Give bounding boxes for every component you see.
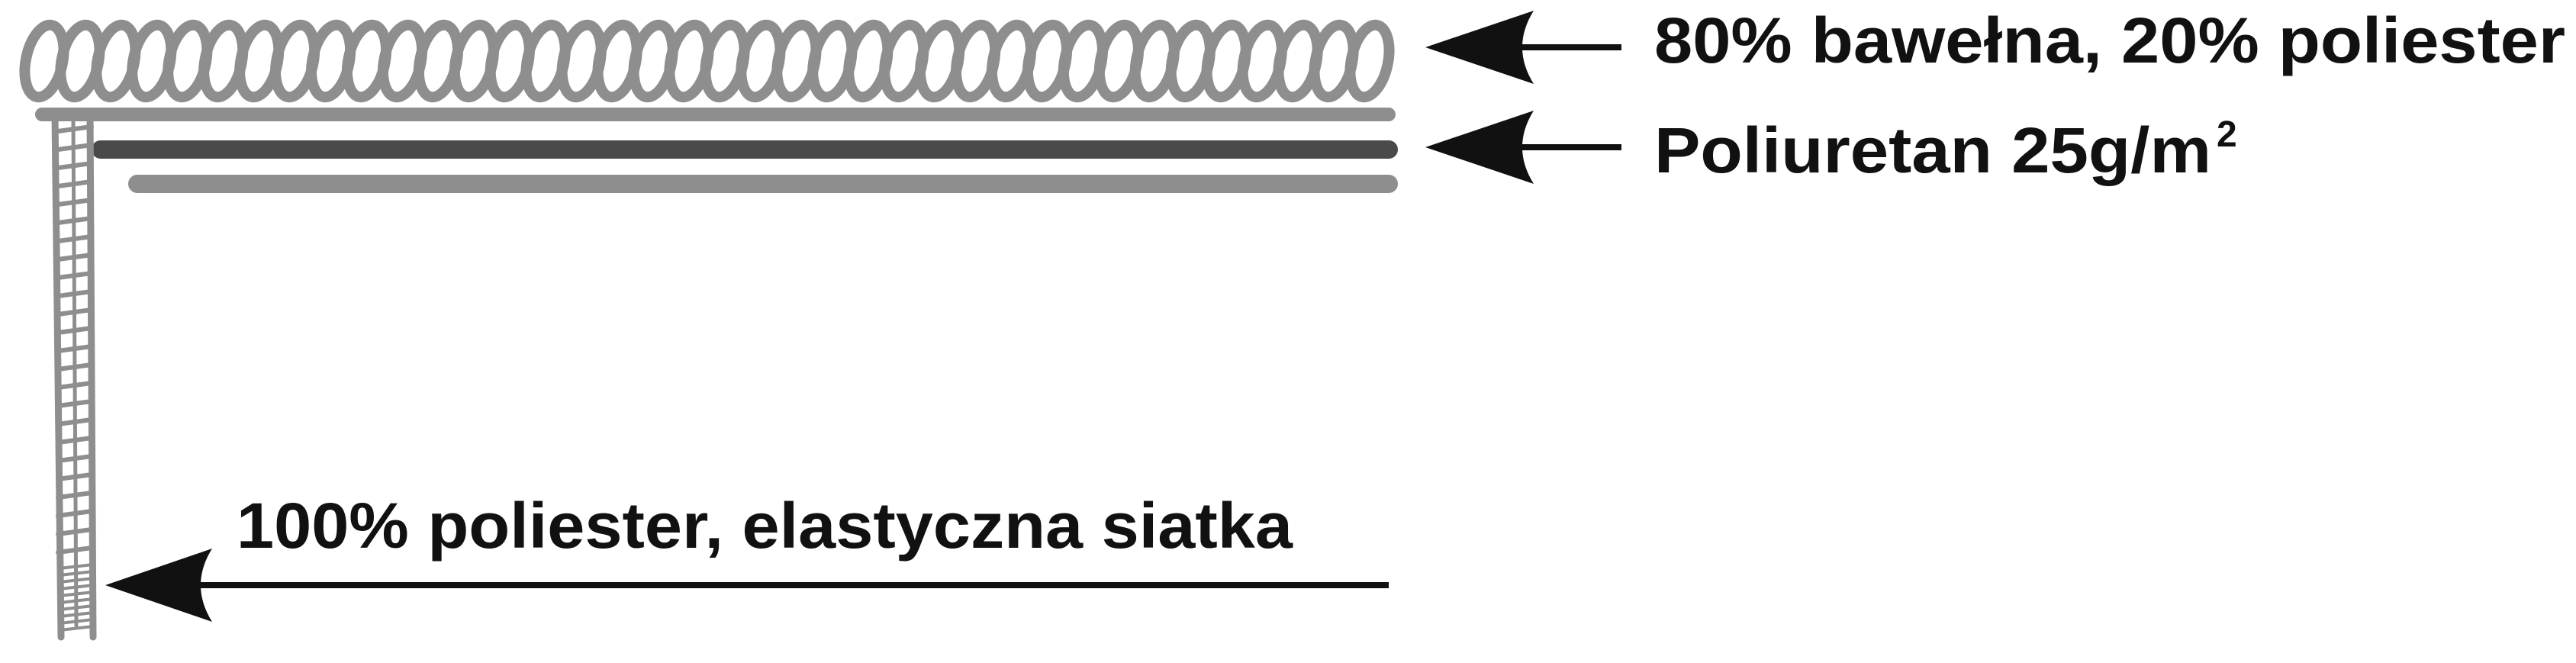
mesh-rung-dense — [58, 618, 95, 625]
mesh-rung-dense — [58, 597, 95, 604]
mesh-rail-right — [86, 111, 97, 641]
mesh-rung-dense — [58, 577, 95, 584]
terry-loop — [1344, 19, 1395, 103]
mesh-rung-dense — [58, 584, 95, 591]
elastic-mesh — [51, 111, 97, 641]
mesh-rung-dense — [58, 570, 95, 577]
label-terry: 80% bawełna, 20% poliester — [1654, 5, 2565, 76]
label-mesh: 100% poliester, elastyczna siatka — [237, 490, 1293, 562]
label-polyurethane: Poliuretan 25g/m — [1654, 114, 2211, 186]
mesh-rung-dense — [58, 604, 95, 611]
arrow-mesh-head — [105, 549, 212, 622]
mesh-rung-dense — [58, 625, 95, 632]
arrow-terry-head — [1425, 11, 1534, 84]
mesh-rung-dense — [58, 591, 95, 597]
arrow-polyurethane — [1425, 111, 1621, 184]
terry-loop-layer — [19, 19, 1395, 103]
mesh-rung-dense — [58, 611, 95, 618]
arrow-polyurethane-head — [1425, 111, 1534, 184]
mesh-center-strand — [71, 120, 79, 628]
arrow-terry — [1425, 11, 1621, 84]
label-polyurethane-superscript: 2 — [2217, 114, 2237, 155]
mesh-rail-left — [51, 111, 65, 641]
arrow-mesh — [105, 549, 1389, 622]
mesh-rung-dense — [58, 563, 95, 570]
label-polyurethane-text: Poliuretan 25g/m — [1654, 114, 2211, 186]
